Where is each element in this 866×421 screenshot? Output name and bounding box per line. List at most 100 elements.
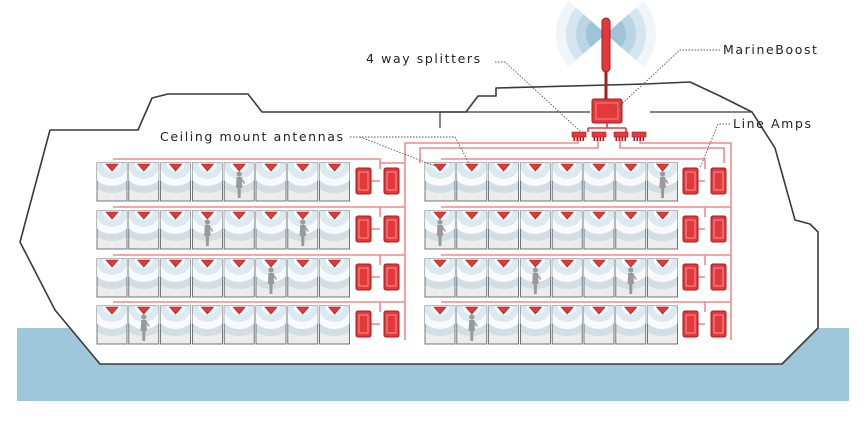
ceiling-antenna-icon (528, 306, 543, 315)
cabin-room (191, 162, 223, 202)
cabin-room (128, 258, 160, 298)
cabin-room (223, 258, 255, 298)
person-icon (659, 171, 669, 198)
antenna-coverage (160, 259, 191, 289)
coverage-arc (224, 259, 255, 282)
cabin-room (255, 210, 287, 250)
antenna-coverage (552, 306, 583, 336)
person-arm (664, 178, 669, 184)
person-head (300, 219, 306, 225)
cabin-room (287, 258, 319, 298)
antenna-coverage (128, 163, 159, 193)
ceiling-antenna-icon (296, 306, 310, 315)
coverage-arc (647, 259, 678, 282)
ceiling-antenna-icon (465, 211, 479, 220)
ceiling-antenna-icon (168, 211, 183, 220)
cabin-room (287, 210, 319, 250)
cabin-room (255, 305, 287, 345)
person-head (532, 267, 538, 273)
cabin-room (615, 162, 647, 202)
coverage-arc (319, 259, 350, 282)
coverage-arc (224, 306, 255, 329)
person-icon (436, 219, 446, 246)
amp-body (710, 263, 727, 291)
label-4-way-splitters: 4 way splitters (366, 51, 482, 66)
ceiling-antenna-icon (465, 306, 479, 315)
splitter-port (602, 137, 605, 141)
amp-body (355, 263, 372, 291)
amp-panel (685, 171, 696, 191)
ceiling-antenna-icon (655, 211, 670, 220)
ceiling-antenna-icon (296, 163, 310, 172)
coverage-arc (584, 259, 614, 282)
cabin-room (319, 305, 351, 345)
ceiling-antenna-icon (327, 163, 342, 172)
ceiling-antenna-icon (200, 163, 215, 172)
splitter-port (615, 137, 618, 141)
line-amp-icon (682, 263, 699, 291)
person-icon (299, 219, 309, 246)
signal-arc (606, 14, 636, 54)
cabin-room (488, 210, 520, 250)
ceiling-antenna-icon (200, 211, 215, 220)
cabin-room (96, 162, 128, 202)
ceiling-antenna-icon (232, 259, 246, 268)
cabin-room (456, 162, 488, 202)
antenna-coverage (584, 163, 614, 193)
line-amp-icon (383, 310, 400, 338)
ceiling-antenna-icon (624, 163, 638, 172)
ceiling-antenna-icon (137, 211, 151, 220)
cabin-room (551, 210, 583, 250)
cabin-room (583, 305, 615, 345)
riser-mid-right (619, 136, 725, 163)
cabin-room (424, 305, 456, 345)
ceiling-antenna-icon (465, 259, 479, 268)
person-body (468, 320, 475, 341)
signal-arc (586, 20, 606, 48)
splitter-body (613, 131, 629, 138)
cabin-room (223, 162, 255, 202)
cabin-room (647, 305, 678, 345)
coverage-arc (319, 306, 350, 329)
antenna-coverage (256, 211, 286, 241)
person-head (660, 171, 666, 177)
person-icon (140, 314, 150, 341)
coverage-arc (128, 259, 159, 282)
ceiling-antenna-icon (168, 259, 183, 268)
coverage-arc (552, 306, 583, 329)
coverage-arc (615, 306, 646, 329)
antenna-coverage (160, 163, 191, 193)
antenna-coverage (425, 259, 455, 289)
signal-arc (606, 20, 626, 48)
leader-splitters (495, 61, 581, 132)
person-body (140, 320, 147, 341)
antenna-coverage (520, 306, 551, 336)
amp-body (682, 215, 699, 243)
ceiling-antenna-icon (433, 163, 447, 172)
amp-panel (386, 171, 397, 191)
cabin-room (223, 210, 255, 250)
coverage-arc (584, 306, 614, 329)
cabin-room (520, 162, 551, 202)
ceiling-antenna-icon (137, 306, 151, 315)
splitter-port (573, 137, 576, 141)
cabin-room (615, 305, 647, 345)
cabin-room (287, 305, 319, 345)
coverage-arc (425, 163, 455, 186)
ceiling-antenna-icon (433, 211, 447, 220)
signal-arc (606, 7, 646, 61)
line-amp-icon (355, 167, 372, 195)
cabin-room (96, 258, 128, 298)
cabin-room (583, 162, 615, 202)
cabin-room (551, 258, 583, 298)
splitter-port (596, 137, 599, 141)
amp-body (355, 310, 372, 338)
cabin-room (160, 258, 192, 298)
ceiling-antenna-icon (560, 163, 574, 172)
coverage-arc (287, 163, 318, 186)
marineboost-unit (591, 98, 623, 124)
person-body (532, 273, 539, 294)
cabin-room (424, 162, 456, 202)
cabin-room (520, 305, 551, 345)
